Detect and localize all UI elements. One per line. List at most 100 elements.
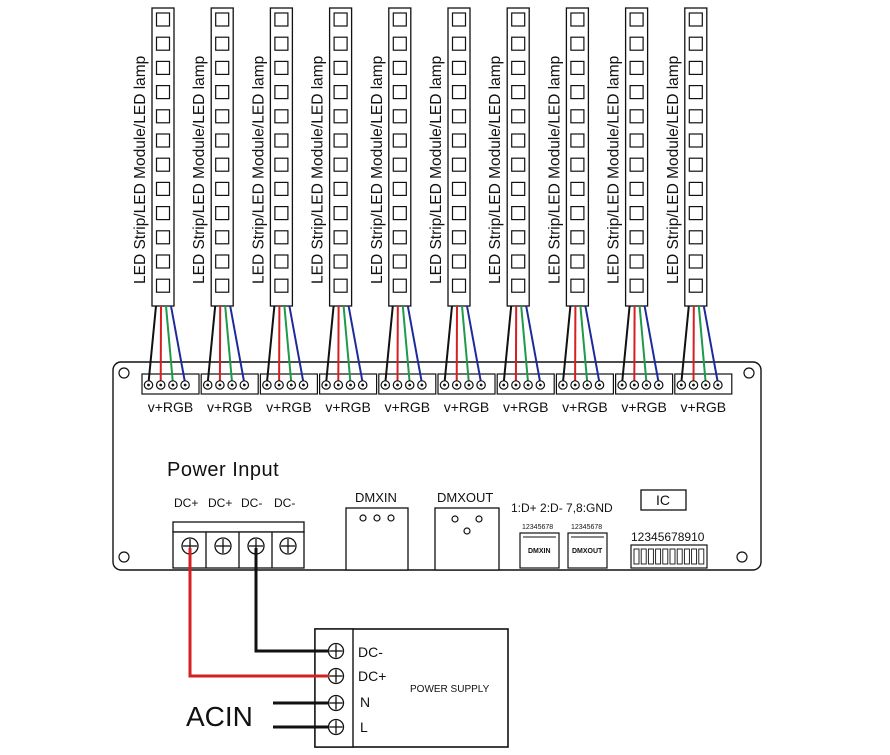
led-chip bbox=[629, 84, 644, 100]
led-chip bbox=[155, 36, 171, 51]
strip-terminal-pin-dot bbox=[408, 383, 412, 387]
dmxout-label: DMXOUT bbox=[437, 490, 493, 505]
led-chip bbox=[451, 12, 467, 27]
led-chip bbox=[333, 230, 348, 245]
strip-terminal-label: v+RGB bbox=[444, 399, 490, 415]
led-chip bbox=[274, 12, 289, 27]
strip-terminal-pin-dot bbox=[585, 383, 589, 387]
strip-terminal-label: v+RGB bbox=[148, 399, 194, 415]
led-chip bbox=[274, 206, 289, 221]
led-strip-label: LED Strip/LED Module/LED lamp bbox=[665, 56, 682, 284]
led-chip bbox=[333, 60, 348, 76]
led-strip-label: LED Strip/LED Module/LED lamp bbox=[487, 56, 504, 284]
led-chip bbox=[511, 36, 526, 51]
dip-switch-lever bbox=[633, 548, 640, 565]
led-strip-label: LED Strip/LED Module/LED lamp bbox=[428, 56, 445, 284]
strip-wire bbox=[165, 305, 174, 384]
strip-wire bbox=[502, 305, 513, 384]
led-chip bbox=[451, 109, 467, 124]
led-strip-label: LED Strip/LED Module/LED lamp bbox=[191, 56, 208, 284]
small-dmxin-pins: 12345678 bbox=[522, 524, 553, 531]
led-chip bbox=[629, 278, 644, 293]
led-chip bbox=[392, 181, 407, 196]
led-chip bbox=[688, 12, 703, 27]
led-chip bbox=[570, 109, 585, 124]
led-chip bbox=[215, 36, 230, 51]
led-chip bbox=[629, 60, 644, 76]
strip-wire bbox=[638, 305, 648, 384]
strip-wire bbox=[147, 305, 157, 384]
strip-terminal-pin-dot bbox=[336, 383, 340, 387]
strip-wire bbox=[170, 305, 187, 384]
strip-terminal-label: v+RGB bbox=[681, 399, 727, 415]
strip-terminal-pin-dot bbox=[561, 383, 565, 387]
led-chip bbox=[392, 254, 407, 269]
led-chip bbox=[688, 278, 703, 293]
ps-terminal-label-2: DC+ bbox=[358, 668, 386, 684]
led-chip bbox=[629, 157, 644, 172]
led-chip bbox=[451, 206, 467, 221]
led-chip bbox=[155, 254, 171, 269]
strip-terminal-pin-dot bbox=[620, 383, 624, 387]
led-chip bbox=[511, 254, 526, 269]
strip-wire bbox=[584, 305, 601, 384]
led-chip bbox=[629, 12, 644, 27]
led-chip bbox=[155, 230, 171, 245]
led-chip bbox=[333, 12, 348, 27]
strip-terminal-pin-dot bbox=[361, 383, 365, 387]
strip-terminal-label: v+RGB bbox=[385, 399, 431, 415]
led-chip bbox=[215, 133, 230, 148]
pinout-note: 1:D+ 2:D- 7,8:GND bbox=[511, 501, 613, 515]
led-chip bbox=[333, 109, 348, 124]
strip-terminal-pin-dot bbox=[302, 383, 305, 387]
dip-switch-lever bbox=[669, 548, 676, 565]
ps-terminal-label-1: DC- bbox=[358, 644, 383, 660]
strip-terminal-pin-dot bbox=[420, 383, 424, 387]
led-chip bbox=[688, 60, 703, 76]
power-terminal-label-2: DC+ bbox=[208, 496, 232, 510]
led-chip bbox=[392, 36, 407, 51]
led-chip bbox=[274, 133, 289, 148]
dmxin-label: DMXIN bbox=[355, 490, 397, 505]
led-chip bbox=[688, 157, 703, 172]
led-chip bbox=[155, 206, 171, 221]
strip-wire bbox=[342, 305, 352, 384]
led-chip bbox=[451, 157, 467, 172]
strip-terminal-pin-dot bbox=[349, 383, 352, 387]
led-chip bbox=[451, 230, 467, 245]
strip-terminal-pin-dot bbox=[455, 383, 459, 387]
strip-terminal-pin-dot bbox=[479, 383, 483, 387]
strip-terminal-label: v+RGB bbox=[207, 399, 253, 415]
led-chip bbox=[215, 157, 230, 172]
dip-switch-lever bbox=[647, 548, 654, 565]
led-chip bbox=[155, 12, 171, 27]
strip-wire bbox=[229, 305, 246, 384]
led-chip bbox=[688, 84, 703, 100]
led-chip bbox=[629, 36, 644, 51]
led-chip bbox=[511, 60, 526, 76]
strip-wire bbox=[680, 305, 690, 384]
led-chip bbox=[511, 206, 526, 221]
led-chip bbox=[688, 36, 703, 51]
led-strip-label: LED Strip/LED Module/LED lamp bbox=[310, 56, 327, 284]
led-chip bbox=[570, 133, 585, 148]
strip-wire bbox=[702, 305, 719, 384]
ps-terminal-screw-1 bbox=[327, 642, 345, 660]
led-chip bbox=[451, 36, 467, 51]
mount-hole-top-left bbox=[118, 367, 130, 379]
dip-switch-lever bbox=[640, 548, 647, 565]
dip-switch-lever bbox=[676, 548, 683, 565]
dc-minus-wire bbox=[254, 548, 329, 653]
led-chip bbox=[392, 278, 407, 293]
strip-wire bbox=[288, 305, 305, 384]
mount-hole-bottom-right bbox=[736, 551, 748, 563]
led-chip bbox=[155, 84, 171, 100]
led-chip bbox=[688, 109, 703, 124]
strip-terminal-pin-dot bbox=[514, 383, 518, 387]
led-chip bbox=[629, 133, 644, 148]
